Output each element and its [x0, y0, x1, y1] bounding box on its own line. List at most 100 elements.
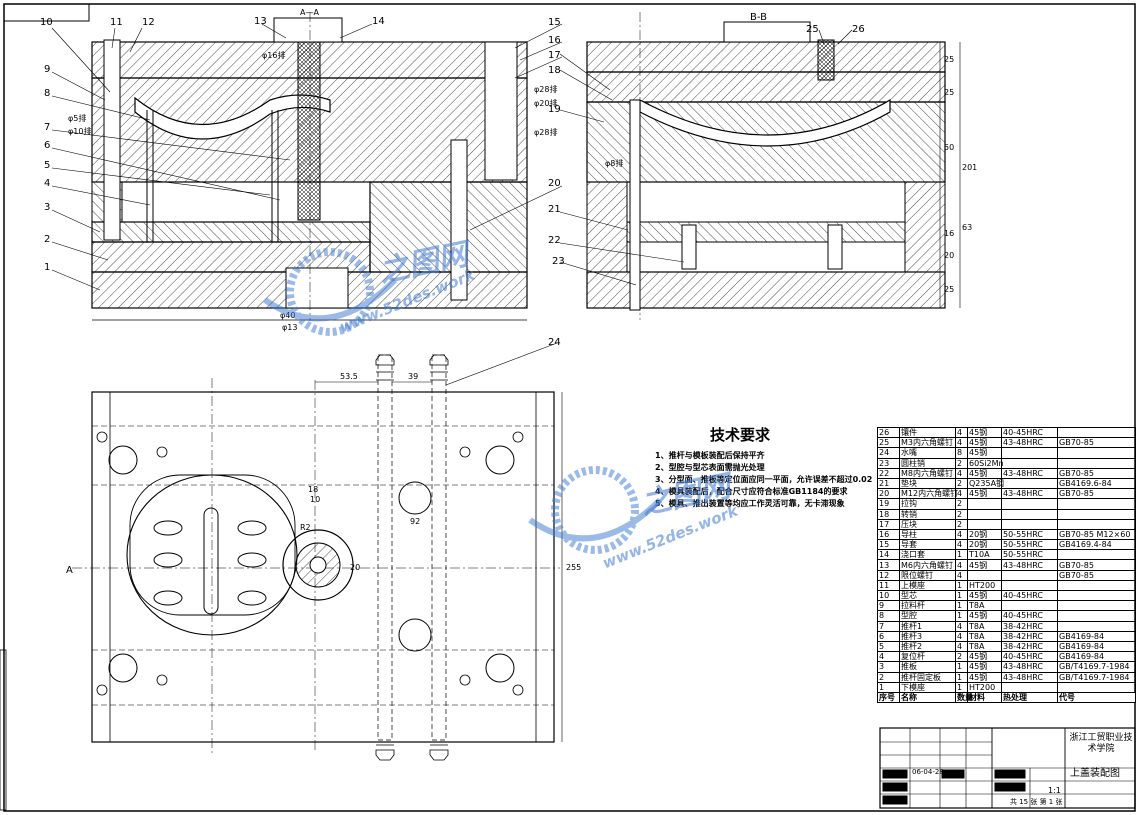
- callout-14: 14: [372, 16, 385, 27]
- bom-cell-name: 水嘴: [899, 447, 956, 459]
- dim-right-4: 63: [962, 223, 972, 232]
- bom-cell-qty: 4: [955, 437, 968, 449]
- bom-cell-mat: 45钢: [967, 467, 1002, 479]
- callout-15: 15: [548, 17, 561, 28]
- dim-right-3: 201: [962, 163, 977, 172]
- bom-cell-qty: 1: [955, 681, 968, 693]
- bom-cell-code: GB4169-84: [1057, 630, 1136, 642]
- view-a-marker: A: [66, 565, 73, 576]
- dim-right-7: 25: [944, 285, 954, 294]
- bom-header-heat: 热处理: [1001, 691, 1058, 704]
- bom-cell-heat: 43-48HRC: [1001, 437, 1058, 449]
- callout-7: 7: [44, 122, 50, 133]
- callout-4: 4: [44, 178, 50, 189]
- bom-cell-qty: 1: [955, 600, 968, 612]
- bom-cell-heat: 43-48HRC: [1001, 661, 1058, 673]
- bom-cell-no: 3: [877, 661, 900, 673]
- tech-item-2: 2、型腔与型芯表面需抛光处理: [655, 462, 765, 472]
- bom-cell-heat: [1001, 457, 1058, 469]
- bom-cell-heat: 50-55HRC: [1001, 528, 1058, 541]
- bom-cell-no: 21: [877, 477, 900, 490]
- bom-cell-mat: 45钢: [967, 671, 1002, 683]
- bom-cell-heat: [1001, 681, 1058, 693]
- bom-cell-no: 19: [877, 498, 900, 510]
- bom-header-code: 代号: [1057, 691, 1136, 704]
- bom-cell-no: 26: [877, 426, 900, 439]
- bom-cell-name: 拉钩: [899, 498, 956, 510]
- bom-cell-mat: HT200: [967, 681, 1002, 693]
- bom-header-name: 名称: [899, 691, 956, 704]
- bom-cell-code: GB70-85: [1057, 437, 1136, 449]
- bom-cell-code: [1057, 610, 1136, 622]
- bom-cell-mat: [967, 508, 1002, 520]
- bom-cell-heat: [1001, 498, 1058, 510]
- bom-header-no: 序号: [877, 691, 900, 704]
- bom-cell-qty: 4: [955, 620, 968, 632]
- bom-cell-heat: 38-42HRC: [1001, 640, 1058, 653]
- callout-21: 21: [548, 204, 561, 215]
- bom-cell-mat: T8A: [967, 630, 1002, 642]
- bom-cell-code: [1057, 457, 1136, 469]
- bom-cell-code: GB4169.4-84: [1057, 539, 1136, 551]
- bom-cell-heat: [1001, 569, 1058, 581]
- bom-cell-mat: [967, 498, 1002, 510]
- drawing-title: 上盖装配图: [1070, 768, 1120, 779]
- bom-cell-code: GB70-85: [1057, 467, 1136, 479]
- bom-cell-heat: [1001, 600, 1058, 612]
- dim-right-2: 50: [944, 143, 954, 152]
- bom-cell-no: 17: [877, 518, 900, 530]
- dim-plan-4: R2: [300, 523, 311, 532]
- bom-cell-code: [1057, 600, 1136, 612]
- bom-cell-heat: [1001, 508, 1058, 520]
- bom-cell-qty: 4: [955, 559, 968, 571]
- bom-cell-no: 4: [877, 651, 900, 663]
- callout-13: 13: [254, 16, 267, 27]
- bom-cell-mat: 45钢: [967, 559, 1002, 571]
- bom-cell-qty: 2: [955, 498, 968, 510]
- bom-cell-mat: 20钢: [967, 539, 1002, 551]
- bom-cell-no: 12: [877, 569, 900, 581]
- tech-item-4: 4、模具装配后，配合尺寸应符合标准GB1184的要求: [655, 486, 848, 496]
- bom-cell-no: 20: [877, 488, 900, 500]
- bom-cell-mat: T8A: [967, 620, 1002, 632]
- bom-cell-no: 23: [877, 457, 900, 469]
- bom-header-mat: 材料: [967, 691, 1002, 704]
- dim-plan-5: 92: [410, 517, 420, 526]
- bom-cell-code: [1057, 589, 1136, 602]
- bom-cell-code: GB/T4169.7-1984: [1057, 671, 1136, 683]
- bom-cell-code: [1057, 508, 1136, 520]
- bom-cell-code: GB4169.6-84: [1057, 477, 1136, 490]
- callout-22: 22: [548, 235, 561, 246]
- callout-10: 10: [40, 17, 53, 28]
- tech-item-1: 1、推杆与模板装配后保持平齐: [655, 450, 766, 460]
- bom-cell-no: 5: [877, 640, 900, 653]
- dim-top-0: φ16排: [262, 50, 285, 60]
- bom-cell-heat: 43-48HRC: [1001, 467, 1058, 479]
- bom-cell-heat: 40-45HRC: [1001, 426, 1058, 439]
- dim-plan-6: 20: [350, 563, 360, 572]
- callout-6: 6: [44, 140, 50, 151]
- bom-cell-no: 9: [877, 600, 900, 612]
- drawing-number-box: [3, 3, 90, 22]
- bom-cell-code: GB4169-84: [1057, 640, 1136, 653]
- bom-cell-heat: 40-45HRC: [1001, 651, 1058, 663]
- bom-header-qty: 数量: [955, 691, 973, 704]
- bom-cell-name: 垫块: [899, 477, 956, 490]
- bom-cell-name: M6内六角螺钉: [899, 559, 956, 571]
- bom-cell-heat: 43-48HRC: [1001, 559, 1058, 571]
- bom-cell-heat: 50-55HRC: [1001, 539, 1058, 551]
- bom-cell-name: 复位杆: [899, 651, 956, 663]
- bom-cell-no: 15: [877, 539, 900, 551]
- bom-cell-no: 1: [877, 681, 900, 693]
